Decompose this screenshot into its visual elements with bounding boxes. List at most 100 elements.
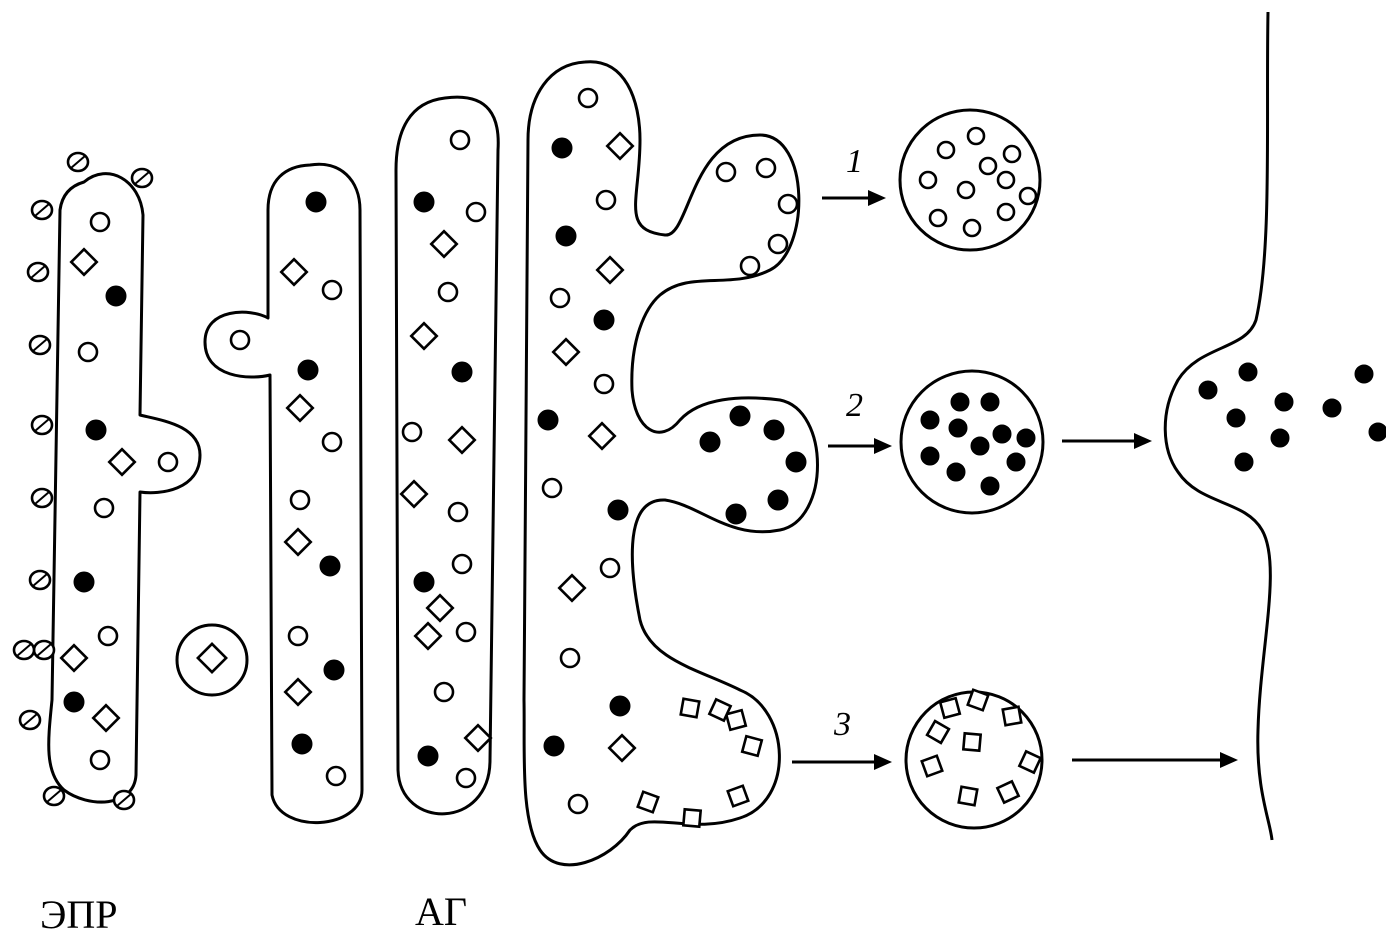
route-label-3: 3 (833, 706, 851, 743)
open-granule (1004, 146, 1020, 162)
open-granule (1020, 188, 1036, 204)
plasma-membrane (1165, 12, 1386, 840)
er-label: ЭПР (40, 892, 118, 936)
dense-granule (764, 420, 784, 440)
arrow-route-2-to-membrane (1062, 433, 1152, 449)
open-granule (327, 767, 345, 785)
dense-granule (544, 736, 564, 756)
open-granule (551, 289, 569, 307)
golgi-cisterna-2 (396, 97, 498, 814)
dense-granule (452, 362, 472, 382)
square-granule (1003, 707, 1022, 726)
dense-granule (1007, 453, 1025, 471)
open-granule (457, 623, 475, 641)
plasma-membrane-line (1165, 12, 1272, 840)
open-granule (595, 375, 613, 393)
dense-granule (86, 420, 106, 440)
square-granule (726, 710, 746, 730)
golgi-cisterna-3 (524, 62, 818, 865)
secretory-vesicle-2 (901, 371, 1043, 513)
golgi-label: АГ (415, 889, 467, 934)
open-granule (95, 499, 113, 517)
transport-vesicle (177, 625, 247, 695)
exocytosed-cargo (1199, 363, 1386, 471)
square-granule (742, 736, 762, 756)
dense-granule (608, 500, 628, 520)
dense-granule (594, 310, 614, 330)
dense-granule (552, 138, 572, 158)
golgi-cisterna-1 (205, 164, 362, 822)
dense-granule (1227, 409, 1245, 427)
open-granule (938, 142, 954, 158)
square-granule (683, 809, 700, 826)
dense-granule (947, 463, 965, 481)
dense-granule (951, 393, 969, 411)
open-granule (717, 163, 735, 181)
open-granule (741, 257, 759, 275)
open-granule (91, 213, 109, 231)
open-granule (323, 433, 341, 451)
open-granule (968, 128, 984, 144)
square-granule (728, 786, 749, 807)
open-granule (403, 423, 421, 441)
open-granule (91, 751, 109, 769)
arrow-route-2 (828, 438, 892, 454)
dense-granule (1199, 381, 1217, 399)
open-granule (159, 453, 177, 471)
open-granule (579, 89, 597, 107)
square-granule (638, 792, 659, 813)
square-granule (922, 756, 943, 777)
route-label-1: 1 (846, 143, 863, 180)
open-granule (453, 555, 471, 573)
arrow-route-3 (792, 754, 892, 770)
dense-granule (730, 406, 750, 426)
dense-granule (949, 419, 967, 437)
dense-granule (768, 490, 788, 510)
golgi-cisterna-1-membrane (205, 164, 362, 822)
open-granule (99, 627, 117, 645)
dense-granule (324, 660, 344, 680)
square-granule (681, 699, 700, 718)
open-granule (569, 795, 587, 813)
square-granule (959, 787, 978, 806)
dense-granule (1235, 453, 1253, 471)
dense-granule (418, 746, 438, 766)
open-granule (769, 235, 787, 253)
dense-granule (700, 432, 720, 452)
arrow-route-3-to-membrane (1072, 752, 1238, 768)
dense-granule (921, 447, 939, 465)
dense-granule (414, 192, 434, 212)
dense-granule (981, 477, 999, 495)
square-granule (963, 733, 980, 750)
dense-granule (556, 226, 576, 246)
open-granule (601, 559, 619, 577)
dense-granule (1323, 399, 1341, 417)
dense-granule (414, 572, 434, 592)
open-granule (920, 172, 936, 188)
open-granule (964, 220, 980, 236)
dense-granule (1369, 423, 1386, 441)
open-granule (449, 503, 467, 521)
dense-granule (981, 393, 999, 411)
dense-granule (538, 410, 558, 430)
open-granule (930, 210, 946, 226)
dense-granule (74, 572, 94, 592)
open-granule (323, 281, 341, 299)
open-granule (451, 131, 469, 149)
dense-granule (921, 411, 939, 429)
dense-granule (64, 692, 84, 712)
dense-granule (320, 556, 340, 576)
dense-granule (106, 286, 126, 306)
dense-granule (786, 452, 806, 472)
open-granule (779, 195, 797, 213)
open-granule (79, 343, 97, 361)
open-granule (289, 627, 307, 645)
dense-granule (971, 437, 989, 455)
open-granule (543, 479, 561, 497)
secretory-vesicle-1 (900, 110, 1040, 250)
dense-granule (993, 425, 1011, 443)
square-granule (940, 698, 960, 718)
route-label-2: 2 (846, 387, 863, 424)
dense-granule (292, 734, 312, 754)
